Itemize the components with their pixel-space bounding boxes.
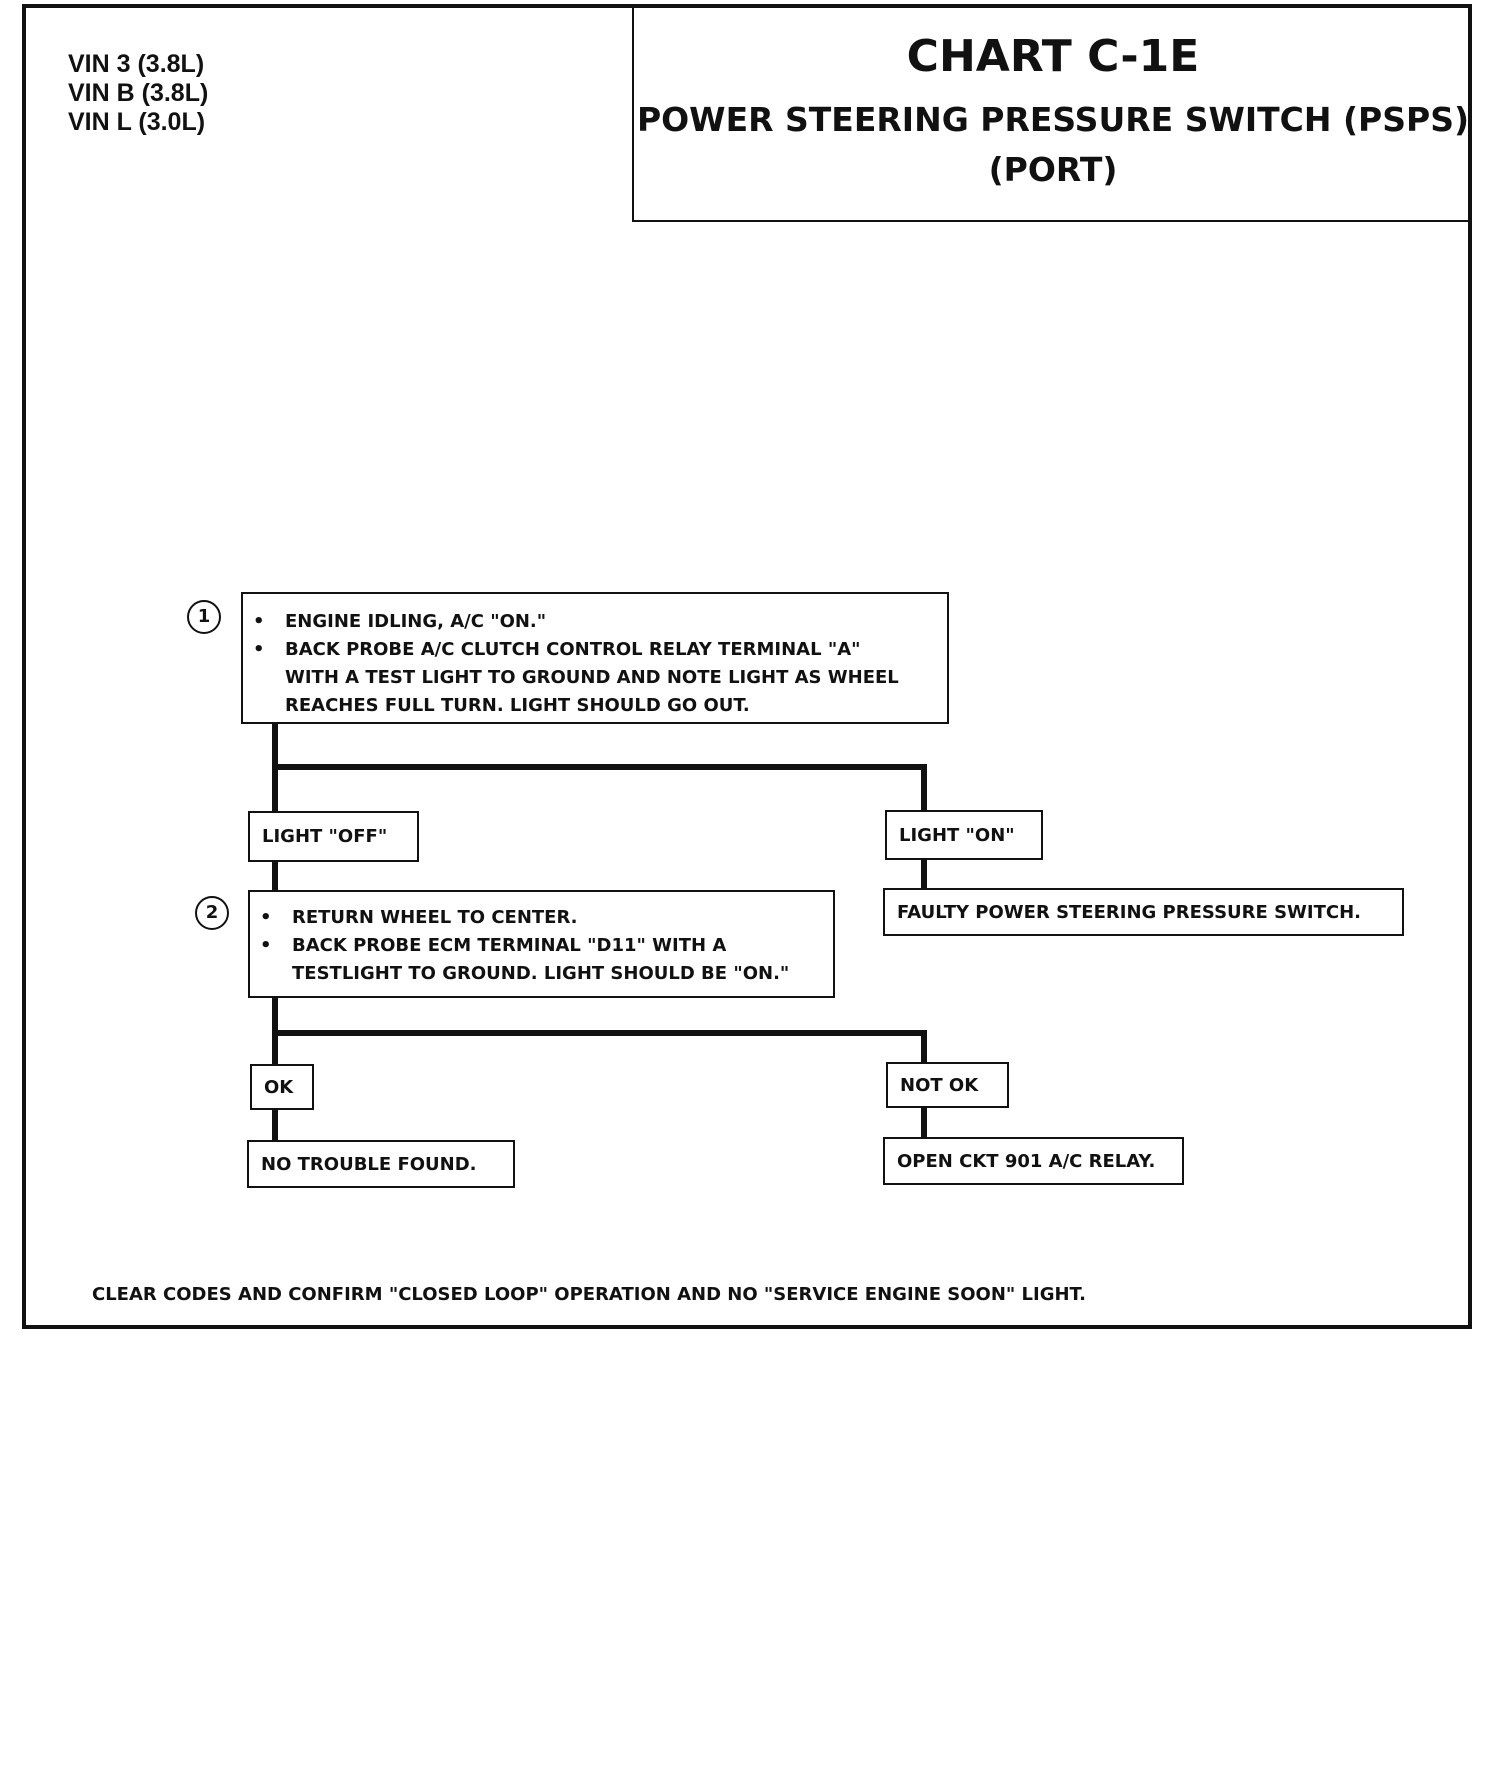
chart-frame (22, 4, 1472, 1329)
title-box: CHART C-1E POWER STEERING PRESSURE SWITC… (632, 4, 1472, 222)
footer-instruction: CLEAR CODES AND CONFIRM "CLOSED LOOP" OP… (92, 1284, 1086, 1305)
light-on-box: LIGHT "ON" (885, 810, 1043, 860)
vin-line: VIN B (3.8L) (68, 79, 209, 107)
step-1-marker: 1 (187, 600, 221, 634)
vin-list: VIN 3 (3.8L) VIN B (3.8L) VIN L (3.0L) (68, 50, 208, 137)
step-2-bullet-1: •RETURN WHEEL TO CENTER. (260, 907, 578, 928)
vin-line: VIN L (3.0L) (68, 108, 206, 136)
connector-line (921, 1030, 927, 1066)
connector-line (921, 764, 927, 812)
step-1-bullet-1: •ENGINE IDLING, A/C "ON." (253, 611, 547, 632)
step-1-box: •ENGINE IDLING, A/C "ON." •BACK PROBE A/… (241, 592, 949, 724)
light-off-box: LIGHT "OFF" (248, 811, 419, 862)
step-2-bullet-2: •BACK PROBE ECM TERMINAL "D11" WITH A TE… (260, 935, 790, 984)
connector-line (272, 1030, 927, 1036)
step-2-marker: 2 (195, 896, 229, 930)
connector-line (272, 1106, 278, 1142)
step-2-box: •RETURN WHEEL TO CENTER. •BACK PROBE ECM… (248, 890, 835, 998)
chart-subtitle-port: (PORT) (988, 150, 1118, 189)
chart-title: CHART C-1E (906, 31, 1200, 82)
vin-line: VIN 3 (3.8L) (68, 50, 205, 78)
no-trouble-box: NO TROUBLE FOUND. (247, 1140, 515, 1188)
open-ckt-box: OPEN CKT 901 A/C RELAY. (883, 1137, 1184, 1185)
faulty-switch-box: FAULTY POWER STEERING PRESSURE SWITCH. (883, 888, 1404, 936)
step-1-bullet-2: •BACK PROBE A/C CLUTCH CONTROL RELAY TER… (253, 639, 899, 716)
connector-line (921, 1104, 927, 1140)
ok-box: OK (250, 1064, 314, 1110)
connector-line (921, 858, 927, 890)
chart-subtitle: POWER STEERING PRESSURE SWITCH (PSPS) (636, 100, 1470, 139)
not-ok-box: NOT OK (886, 1062, 1009, 1108)
connector-line (272, 764, 927, 770)
connector-line (272, 860, 278, 893)
